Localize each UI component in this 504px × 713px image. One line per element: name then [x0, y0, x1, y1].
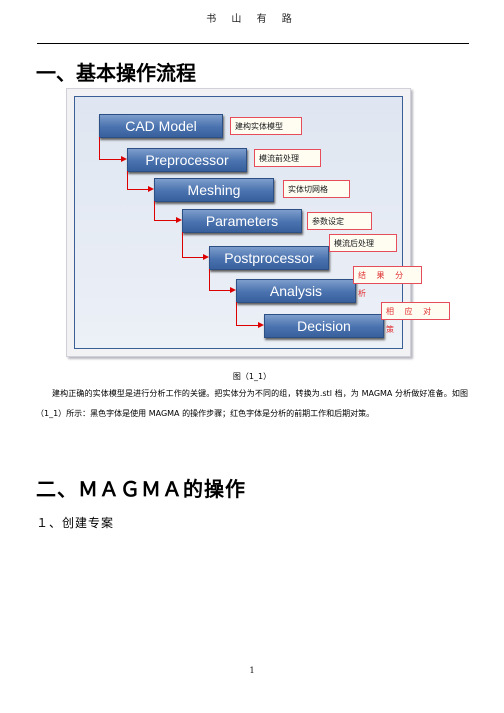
connector-3: [154, 201, 177, 221]
connector-arrow-4: [203, 254, 209, 260]
note-postprocessor: 模流后处理: [329, 234, 397, 252]
page-number: 1: [249, 666, 255, 675]
connector-arrow-5: [230, 287, 236, 293]
page-header: 书 山 有 路: [206, 14, 298, 25]
body-paragraph: 建构正确的实体模型是进行分析工作的关键。把实体分为不同的组，转换为.stl 档，…: [36, 384, 468, 424]
connector-arrow-1: [121, 156, 127, 162]
note-preprocessor: 模流前处理: [254, 149, 321, 167]
connector-2: [127, 171, 149, 190]
figure-caption: 图（1_1）: [232, 372, 272, 381]
step-cad-model: CAD Model: [99, 114, 223, 138]
connector-5: [209, 269, 231, 291]
connector-4: [182, 232, 204, 258]
note-meshing: 实体切网格: [283, 180, 350, 198]
step-parameters: Parameters: [182, 209, 302, 233]
subsection-heading: １、创建专案: [36, 516, 115, 530]
connector-arrow-2: [148, 186, 154, 192]
note-decision: 相 应 对 策: [381, 302, 450, 334]
paragraph-text: 建构正确的实体模型是进行分析工作的关键。把实体分为不同的组，转换为.stl 档，…: [36, 389, 468, 418]
step-meshing: Meshing: [154, 178, 274, 202]
note-parameters: 参数设定: [307, 212, 372, 230]
flowchart-figure: CAD Model 建构实体模型 Preprocessor 模流前处理 Mesh…: [66, 88, 450, 357]
step-postprocessor: Postprocessor: [209, 246, 329, 270]
step-analysis: Analysis: [236, 279, 356, 303]
connector-arrow-6: [258, 322, 264, 328]
section-heading-1: 一、基本操作流程: [36, 61, 196, 85]
step-preprocessor: Preprocessor: [127, 148, 247, 172]
connector-6: [236, 302, 259, 326]
header-rule: [37, 43, 469, 44]
note-cad-model: 建构实体模型: [230, 117, 302, 135]
note-analysis: 结 果 分 析: [353, 266, 422, 298]
connector-1: [99, 137, 122, 160]
section-heading-2: 二、ＭＡＧＭＡ的操作: [36, 477, 246, 501]
step-decision: Decision: [264, 314, 384, 338]
connector-arrow-3: [176, 217, 182, 223]
